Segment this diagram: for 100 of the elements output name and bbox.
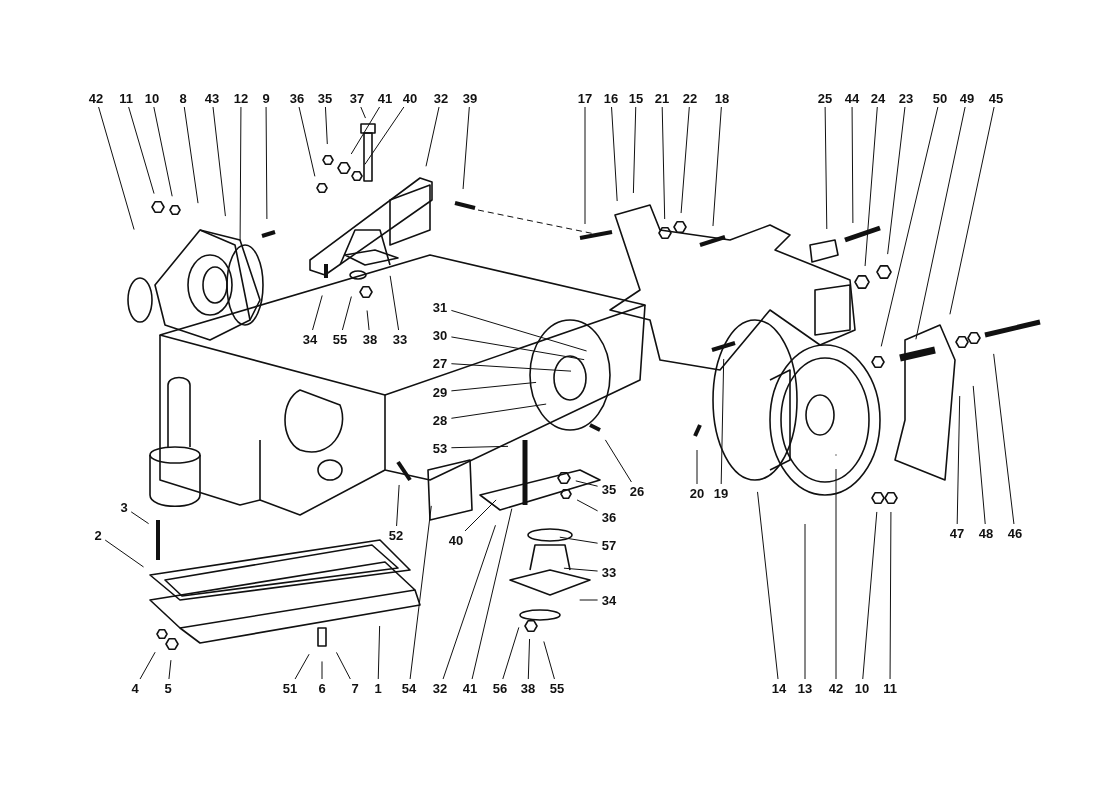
callout-number: 45 — [988, 91, 1004, 105]
leader-line — [450, 445, 509, 449]
callout-number: 9 — [262, 91, 270, 105]
callout-number: 4 — [131, 681, 139, 695]
callout-number: 10 — [144, 91, 160, 105]
leader-line — [212, 106, 226, 217]
callout-number: 16 — [603, 91, 619, 105]
leader-line — [139, 651, 156, 680]
leader-line — [239, 106, 242, 242]
callout-number: 25 — [817, 91, 833, 105]
leader-line — [824, 106, 828, 230]
leader-line — [183, 106, 199, 204]
leader-line — [889, 511, 892, 680]
callout-number: 32 — [433, 91, 449, 105]
callout-number: 42 — [828, 681, 844, 695]
leader-line — [887, 106, 906, 255]
callout-number: 11 — [883, 681, 897, 695]
leader-line — [632, 106, 637, 194]
callout-number: 34 — [601, 593, 617, 607]
callout-number: 55 — [549, 681, 565, 695]
callout-number: 42 — [88, 91, 104, 105]
callout-number: 53 — [432, 441, 448, 455]
leader-line — [471, 508, 513, 680]
leader-line — [712, 106, 722, 227]
leader-line — [104, 539, 145, 568]
leader-line — [661, 106, 666, 220]
callout-number: 6 — [318, 681, 326, 695]
callout-number: 33 — [601, 565, 617, 579]
leader-line — [128, 106, 155, 195]
callout-number: 18 — [714, 91, 730, 105]
callout-number: 17 — [577, 91, 593, 105]
leader-line — [442, 524, 496, 680]
leader-line — [294, 653, 310, 680]
leader-line — [604, 439, 632, 483]
leader-line — [341, 296, 352, 331]
callout-number: 12 — [233, 91, 249, 105]
callout-number: 10 — [854, 681, 870, 695]
callout-number: 36 — [289, 91, 305, 105]
leader-line — [321, 660, 323, 680]
leader-line — [425, 106, 440, 167]
callout-number: 8 — [179, 91, 187, 105]
callout-number: 40 — [448, 533, 464, 547]
leader-line — [720, 358, 725, 485]
callout-number: 19 — [713, 486, 729, 500]
callout-number: 28 — [432, 413, 448, 427]
leader-line — [450, 309, 588, 352]
leader-line — [611, 106, 618, 202]
callout-number: 15 — [628, 91, 644, 105]
callout-number: 7 — [351, 681, 359, 695]
callout-number: 23 — [898, 91, 914, 105]
leader-line — [450, 403, 547, 419]
leader-line — [396, 484, 400, 527]
callout-number: 24 — [870, 91, 886, 105]
callout-number: 56 — [492, 681, 508, 695]
leader-line — [527, 638, 531, 680]
callout-number: 55 — [332, 332, 348, 346]
callout-number: 34 — [302, 332, 318, 346]
leader-line — [389, 275, 400, 331]
callout-number: 57 — [601, 538, 617, 552]
callout-number: 27 — [432, 356, 448, 370]
leader-line — [949, 106, 995, 315]
callout-number: 35 — [601, 482, 617, 496]
callout-number: 50 — [932, 91, 948, 105]
callout-number: 46 — [1007, 526, 1023, 540]
callout-number: 49 — [959, 91, 975, 105]
leader-line — [835, 468, 837, 680]
callout-number: 35 — [317, 91, 333, 105]
leader-line — [153, 106, 173, 197]
callout-number: 30 — [432, 328, 448, 342]
callout-number: 26 — [629, 484, 645, 498]
callout-number: 44 — [844, 91, 860, 105]
leader-line — [993, 353, 1015, 525]
leader-line — [576, 499, 599, 512]
callout-number: 52 — [388, 528, 404, 542]
callout-number: 2 — [94, 528, 102, 542]
leader-line — [409, 505, 432, 680]
callout-number: 54 — [401, 681, 417, 695]
leader-line — [880, 106, 939, 347]
leader-line — [579, 599, 599, 601]
callout-number: 33 — [392, 332, 408, 346]
leader-line — [350, 106, 381, 155]
leader-line — [696, 449, 698, 485]
leader-line — [575, 480, 599, 487]
leader-line — [757, 491, 779, 680]
leader-line — [680, 106, 690, 214]
callout-number: 48 — [978, 526, 994, 540]
leader-line — [298, 106, 316, 177]
leader-line — [450, 381, 537, 392]
leader-line — [360, 106, 366, 119]
leader-line — [864, 106, 878, 267]
leader-line — [324, 106, 328, 145]
callout-number: 40 — [402, 91, 418, 105]
leader-line — [168, 659, 172, 680]
callout-number: 29 — [432, 385, 448, 399]
callout-number: 11 — [119, 91, 133, 105]
leader-line — [450, 363, 572, 372]
callout-number: 31 — [432, 300, 448, 314]
callout-number: 41 — [377, 91, 393, 105]
callout-number: 37 — [349, 91, 365, 105]
callout-number: 32 — [432, 681, 448, 695]
